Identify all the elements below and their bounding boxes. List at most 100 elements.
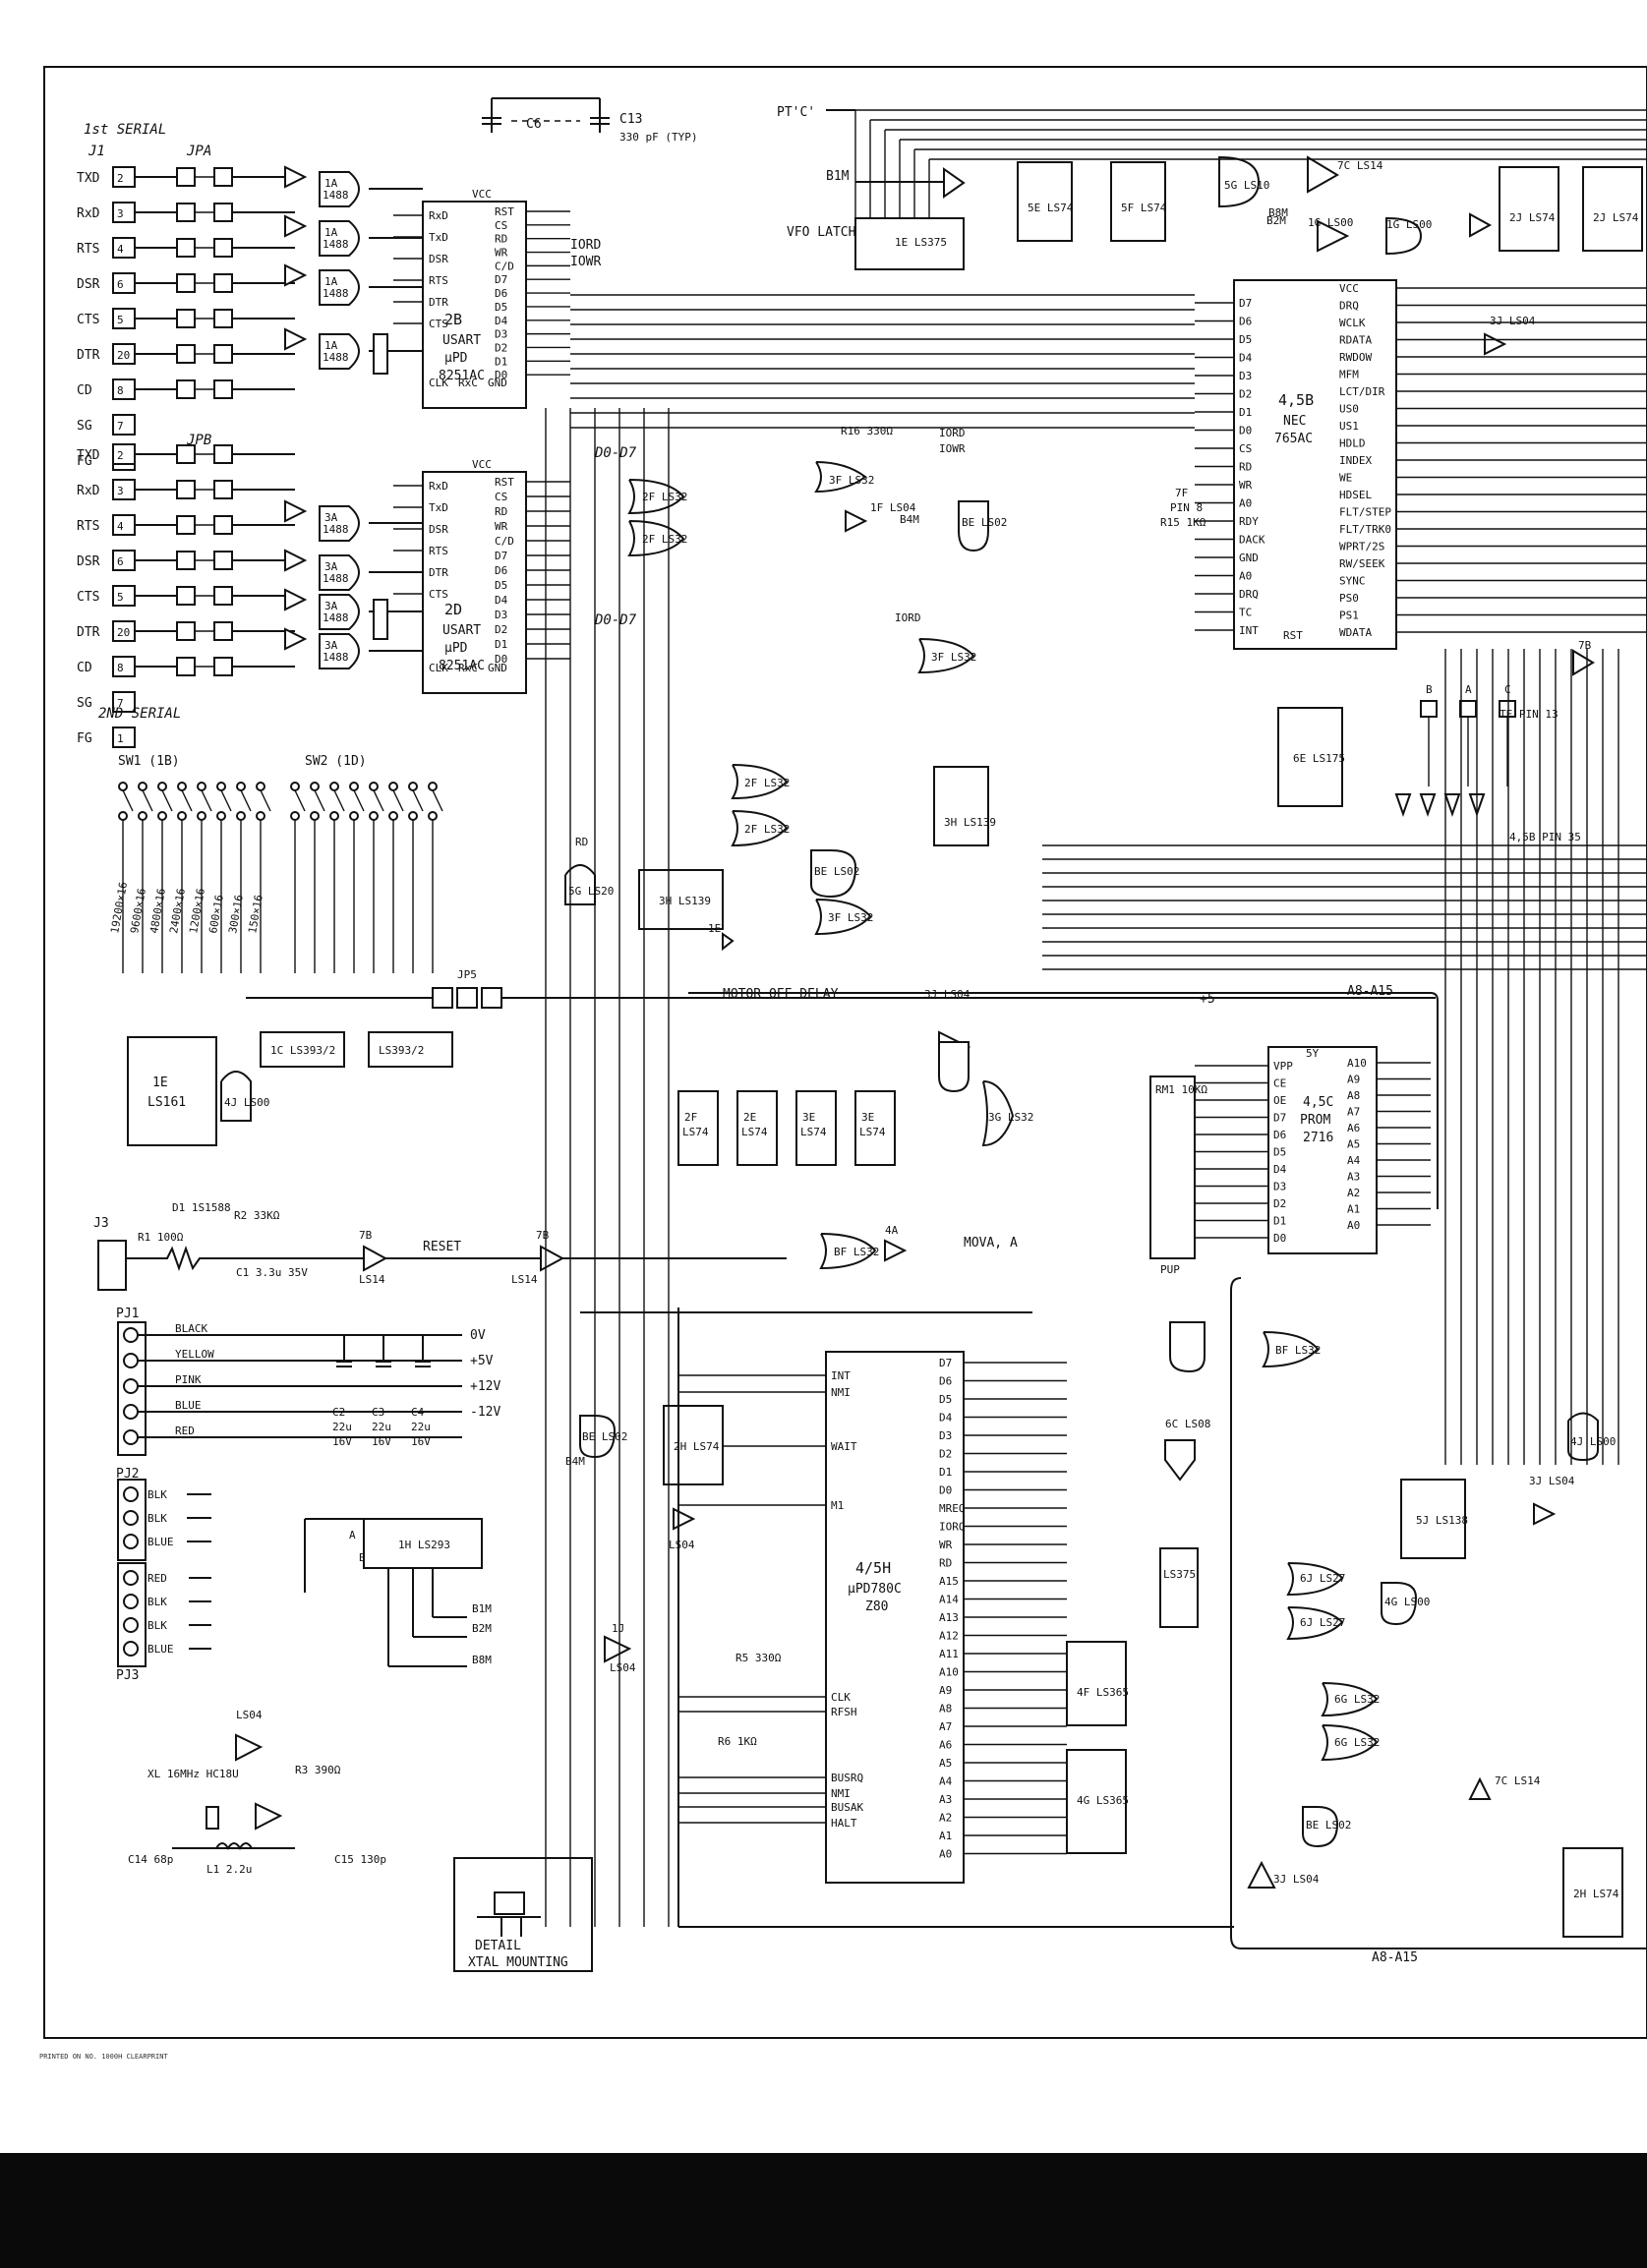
usart-gnd-pin: GND [488,662,507,674]
fdc-left-pin: CS [1239,442,1252,455]
fdc-right-pin: WPRT/2S [1339,541,1384,553]
xtal-detail-box [453,1857,593,1972]
svg-text:1C LS393/2: 1C LS393/2 [270,1044,335,1057]
cap-ref: C2 [332,1406,345,1419]
osc-r3: R3 390Ω [295,1764,341,1776]
prom-left-pin: D2 [1273,1197,1286,1210]
sw1-contact [197,782,206,791]
cap-voltage: 16V [372,1435,391,1448]
b1m-label-top: B1M [826,169,850,184]
serial-signal-label: RxD [77,484,100,498]
cpu-pins: INTNMIWAITM1CLKRFSHBUSRQNMIBUSAKHALTD7D6… [678,1357,1067,1861]
sw1-contact [138,782,147,791]
pj2-label: PJ2 [116,1467,139,1482]
usart-right-pin: D3 [495,328,507,341]
serial-signal-label: TXD [77,448,100,463]
pj3-terminal [123,1570,139,1586]
cpu-right-pin: A10 [939,1666,959,1679]
fdc-right-pin: WE [1339,472,1352,485]
fdc-right-pin: MFM [1339,369,1359,381]
pj2-wire-label: BLK [147,1512,167,1525]
prom-line1: 4,5C [1303,1095,1333,1110]
sw1-contact [216,782,226,791]
sw2-contact [290,811,300,821]
sw1-contact [236,811,246,821]
power-wire-color: RED [175,1425,195,1437]
fdc-left-pin: A0 [1239,570,1252,583]
line-receiver [319,554,360,591]
jp2-box [373,599,388,640]
receiver-ref: 1A [324,177,338,190]
usart-clk-pin: CLK [429,377,448,389]
motor-ff-part: LS74 [859,1126,886,1138]
sw2-lever [392,789,404,812]
serial-pin-number: 8 [117,384,124,397]
serial-pin-box [112,727,136,748]
cpu-right-pin: IORQ [939,1521,966,1534]
usart-right-pin: RD [495,505,507,518]
baud-rate-label: 300×16 [226,894,246,934]
fdc-left-pin: TC [1239,607,1252,619]
usart-left-pin: DTR [429,566,448,579]
line-receiver [319,633,360,669]
fdc-right-pin: RW/SEEK [1339,557,1385,570]
cpu-right-pin: D0 [939,1484,952,1497]
receiver-ref: 3A [324,511,338,524]
scan-bottom-band [0,2153,1647,2268]
sw2-contact [388,811,398,821]
serial-pin-number: 4 [117,243,124,256]
usart-right-pin: D1 [495,355,507,368]
svg-text:B: B [359,1551,366,1564]
jumper-right [213,238,233,258]
svg-text:1J: 1J [612,1622,624,1635]
cpu-right-pin: A7 [939,1720,952,1733]
cpu-ref: 4/5H [855,1559,891,1577]
addr-bus-label-1: A8-A15 [1347,984,1393,999]
jumper-right [213,167,233,187]
pin35-label: 4,5B PIN 35 [1509,831,1581,843]
svg-text:BF LS32: BF LS32 [834,1246,879,1258]
cpu-left-pin: INT [831,1369,851,1382]
svg-text:7B: 7B [1578,639,1592,652]
jumper-right [213,344,233,364]
jumper-left [176,203,196,222]
detail-label: DETAIL [475,1939,521,1953]
iord-label-fdc: IORD [939,427,966,439]
svg-text:2F LS32: 2F LS32 [744,777,790,789]
prom-left-pin: D4 [1273,1163,1287,1176]
usart-right-pin: C/D [495,260,514,272]
svg-text:BE LS02: BE LS02 [814,865,859,878]
svg-text:BE LS02: BE LS02 [962,516,1007,529]
baud-rate-label: 9600×16 [128,888,148,935]
usart-2d-line3: 8251AC [439,659,485,673]
sheet-border [43,66,1647,2039]
vfo-latch-chip [854,217,965,270]
inverter-gate [284,549,308,572]
pj3-terminal [123,1641,139,1657]
fdc-left-pin: GND [1239,552,1259,564]
sw2-lever [294,789,306,812]
sw2-lever [333,789,345,812]
sw1-contact [138,811,147,821]
jumper-left [176,586,196,606]
cpu-right-pin: A1 [939,1830,952,1842]
svg-text:3H LS139: 3H LS139 [944,816,996,829]
svg-text:6G LS32: 6G LS32 [1334,1736,1380,1749]
cap-ref: C3 [372,1406,384,1419]
svg-text:5F LS74: 5F LS74 [1121,202,1167,214]
serial-signal-label: DTR [77,625,100,640]
fdc-right-pin: RDATA [1339,334,1372,347]
cpu-left-pin: NMI [831,1386,851,1399]
serial-pin-number: 2 [117,449,124,462]
motor-ff-part: LS74 [741,1126,768,1138]
fdc-line1: NEC [1283,414,1306,429]
pj3-terminal [123,1617,139,1633]
prom-left-pin: D3 [1273,1181,1286,1193]
power-terminal [123,1327,139,1343]
usart-left-pin: DSR [429,253,448,265]
power-wire-color: PINK [175,1373,202,1386]
